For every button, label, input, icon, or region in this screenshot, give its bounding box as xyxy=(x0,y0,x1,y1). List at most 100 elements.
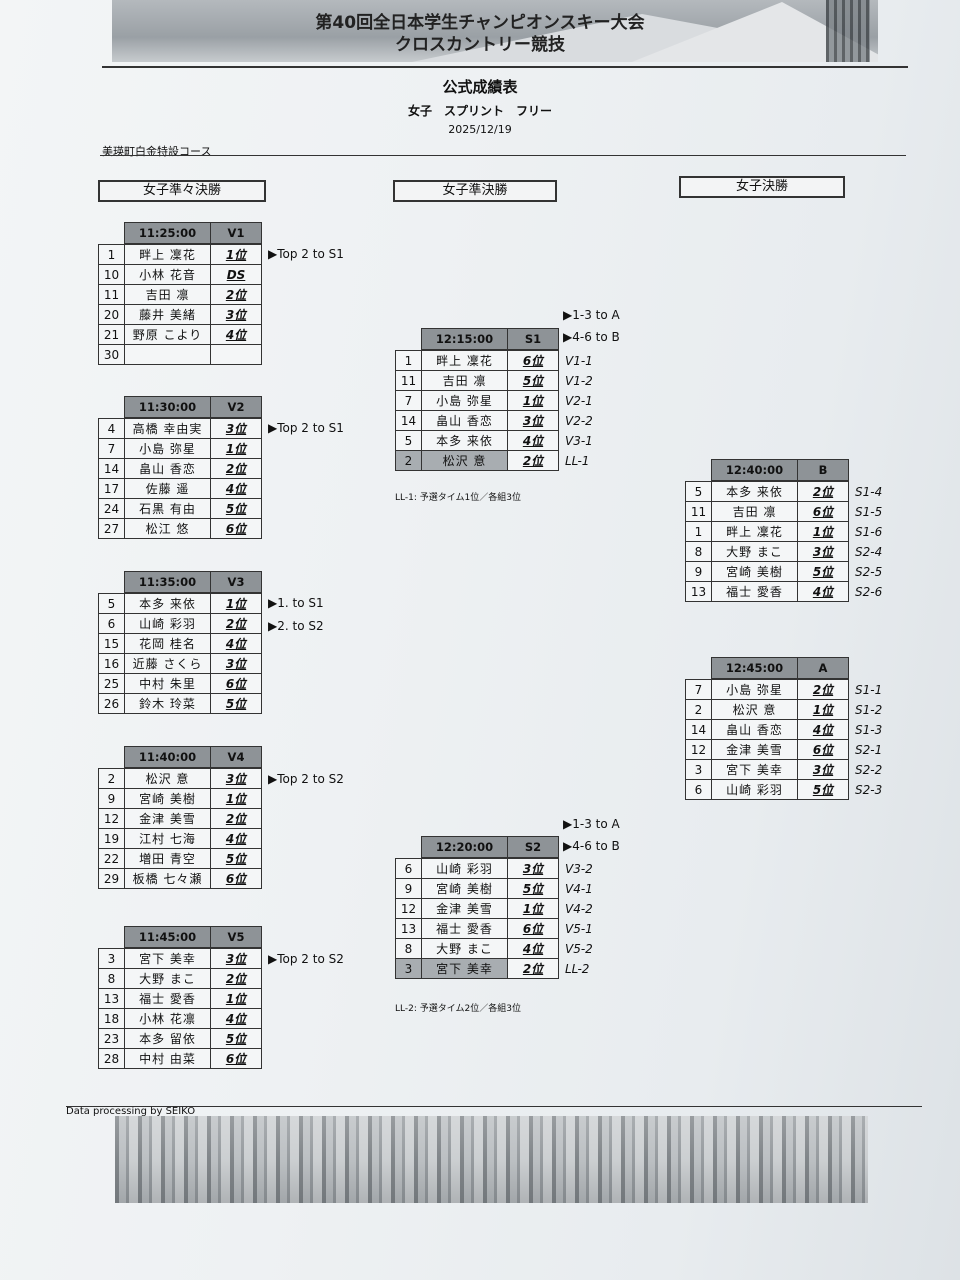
rank-cell: 3位 xyxy=(210,304,262,325)
rank-cell: 1位 xyxy=(797,521,849,542)
qualification-source-cell: S2-4 xyxy=(855,544,883,559)
rank-cell: 6位 xyxy=(210,868,262,889)
bib-cell: 1 xyxy=(395,350,422,371)
bib-cell: 17 xyxy=(98,478,125,499)
quarterfinal-header: 女子準々決勝 xyxy=(98,180,266,202)
athlete-name-cell: 大野 まこ xyxy=(711,541,798,562)
lucky-loser-footnote: LL-2: 予選タイム2位／各組3位 xyxy=(395,1004,522,1014)
athlete-name-cell: 石黒 有由 xyxy=(124,498,211,519)
rank-cell: 2位 xyxy=(210,458,262,479)
athlete-name-cell: 中村 由菜 xyxy=(124,1048,211,1069)
footer-birch-forest-image xyxy=(115,1116,868,1203)
bib-cell: 11 xyxy=(685,501,712,522)
bib-cell: 16 xyxy=(98,653,125,674)
event-date: 2025/12/19 xyxy=(448,123,512,136)
athlete-name-cell: 吉田 凛 xyxy=(711,501,798,522)
rank-cell: 5位 xyxy=(797,561,849,582)
heat-id: S2 xyxy=(507,836,559,858)
athlete-name-cell: 鈴木 玲菜 xyxy=(124,693,211,714)
bib-cell: 27 xyxy=(98,518,125,539)
rank-cell: 2位 xyxy=(507,450,559,471)
athlete-name-cell: 宮崎 美樹 xyxy=(124,788,211,809)
athlete-name-cell: 松沢 意 xyxy=(124,768,211,789)
advancement-rule: ▶Top 2 to S2 xyxy=(268,952,344,966)
advancement-rule: ▶Top 2 to S1 xyxy=(268,421,344,435)
athlete-name-cell: 山崎 彩羽 xyxy=(124,613,211,634)
advancement-rule: ▶1-3 to A xyxy=(563,817,620,831)
bib-cell: 30 xyxy=(98,344,125,365)
rank-cell: 4位 xyxy=(210,478,262,499)
bib-cell: 6 xyxy=(98,613,125,634)
heat-start-time: 11:30:00 xyxy=(124,396,211,418)
rank-cell: 4位 xyxy=(210,324,262,345)
rank-cell: 5位 xyxy=(210,1028,262,1049)
bib-cell: 10 xyxy=(98,264,125,285)
venue: 美瑛町白金特設コース xyxy=(102,145,212,158)
rank-cell: 5位 xyxy=(797,779,849,800)
heat-start-time: 11:25:00 xyxy=(124,222,211,244)
rank-cell: 1位 xyxy=(797,699,849,720)
qualification-source-cell: V1-1 xyxy=(565,353,593,368)
bib-cell: 6 xyxy=(685,779,712,800)
bib-cell: 20 xyxy=(98,304,125,325)
rank-cell: 1位 xyxy=(210,988,262,1009)
qualification-source-cell: V3-2 xyxy=(565,861,593,876)
rank-cell: 5位 xyxy=(210,498,262,519)
athlete-name-cell: 畔上 凜花 xyxy=(124,244,211,265)
qualification-source-cell: S2-3 xyxy=(855,782,883,797)
bib-cell: 9 xyxy=(395,878,422,899)
rank-cell: 5位 xyxy=(507,370,559,391)
rank-cell: 6位 xyxy=(210,673,262,694)
bib-cell: 19 xyxy=(98,828,125,849)
bib-cell: 13 xyxy=(685,581,712,602)
heat-start-time: 11:40:00 xyxy=(124,746,211,768)
athlete-name-cell: 山崎 彩羽 xyxy=(711,779,798,800)
bib-cell: 8 xyxy=(395,938,422,959)
event-name: 女子 スプリント フリー xyxy=(407,104,552,118)
qualification-source-cell: S1-5 xyxy=(855,504,883,519)
athlete-name-cell: 畔上 凜花 xyxy=(421,350,508,371)
athlete-name-cell: 畠山 香恋 xyxy=(124,458,211,479)
rank-cell: 6位 xyxy=(797,739,849,760)
rank-cell: 3位 xyxy=(210,768,262,789)
athlete-name-cell: 本多 来依 xyxy=(421,430,508,451)
athlete-name-cell: 畔上 凜花 xyxy=(711,521,798,542)
rank-cell: 3位 xyxy=(797,759,849,780)
rank-cell: 6位 xyxy=(210,518,262,539)
bib-cell: 14 xyxy=(395,410,422,431)
athlete-name-cell: 山崎 彩羽 xyxy=(421,858,508,879)
athlete-name-cell: 宮下 美幸 xyxy=(124,948,211,969)
athlete-name-cell: 本多 来依 xyxy=(124,593,211,614)
bib-cell: 12 xyxy=(395,898,422,919)
athlete-name-cell: 大野 まこ xyxy=(421,938,508,959)
rank-cell: 4位 xyxy=(797,581,849,602)
venue-rule xyxy=(100,155,906,156)
bib-cell: 14 xyxy=(685,719,712,740)
bib-cell: 2 xyxy=(98,768,125,789)
qualification-source-cell: S1-2 xyxy=(855,702,883,717)
bib-cell: 2 xyxy=(395,450,422,471)
rank-cell: 3位 xyxy=(210,948,262,969)
heat-start-time: 12:45:00 xyxy=(711,657,798,679)
athlete-name-cell: 中村 朱里 xyxy=(124,673,211,694)
qualification-source-cell: S2-6 xyxy=(855,584,883,599)
heat-id: A xyxy=(797,657,849,679)
heat-start-time: 11:45:00 xyxy=(124,926,211,948)
athlete-name-cell: 松沢 意 xyxy=(421,450,508,471)
